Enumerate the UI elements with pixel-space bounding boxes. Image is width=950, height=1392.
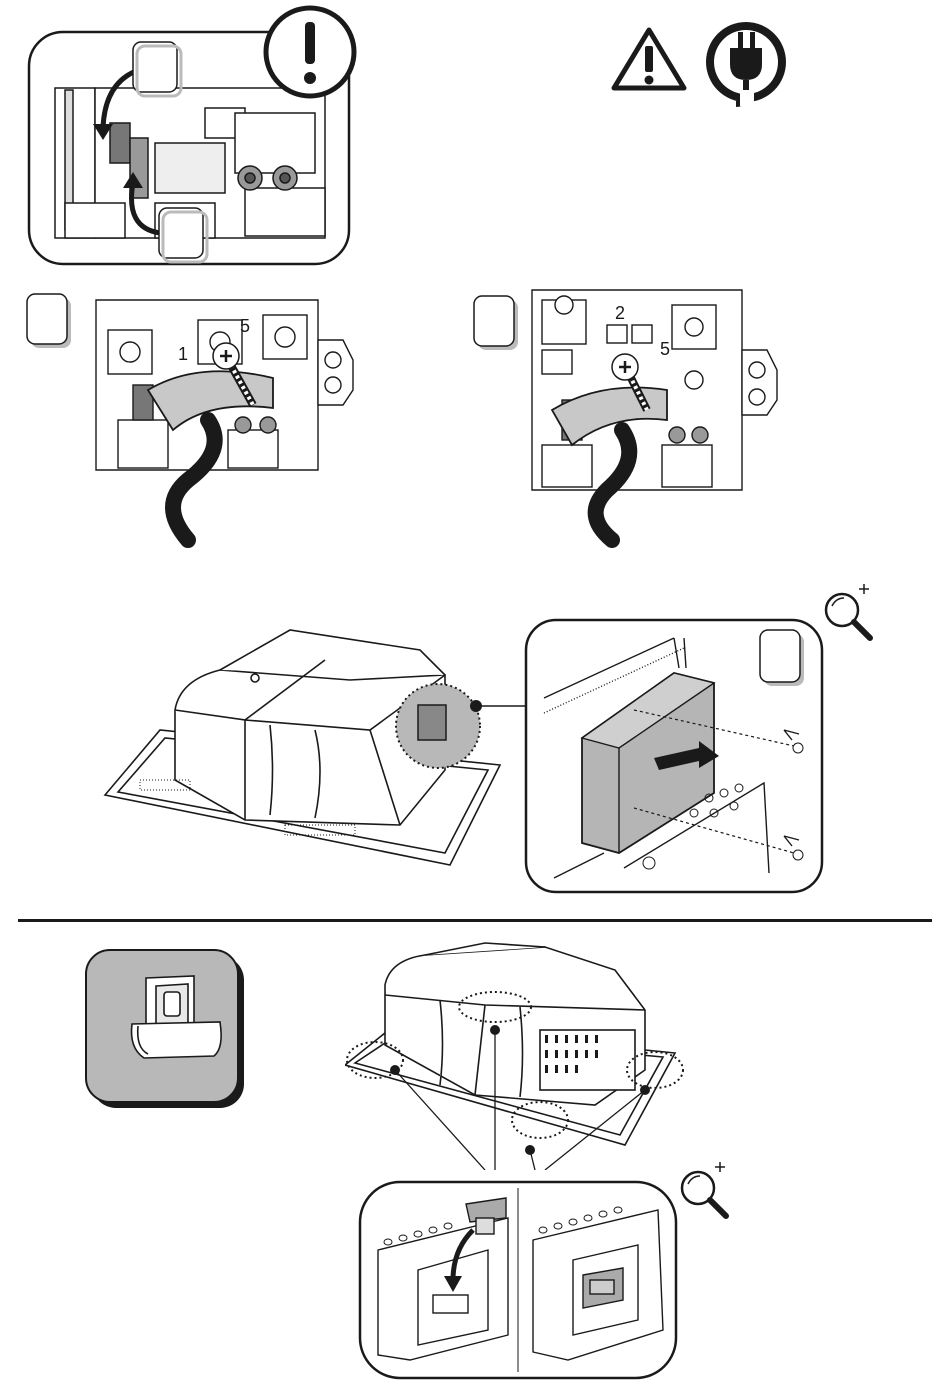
cable-clip-icon	[84, 948, 248, 1112]
junction-box-zoom-panel	[524, 618, 824, 894]
terminal-label-5b: 5	[660, 339, 670, 359]
terminal-label-5: 5	[240, 316, 250, 336]
numbered-step-box	[25, 292, 73, 350]
section-divider	[18, 919, 932, 922]
hob-underside-drawing	[100, 620, 530, 870]
clip-install-zoom-panel	[358, 1180, 678, 1380]
exclamation-circle-icon	[262, 4, 358, 100]
terminal-label-1: 1	[178, 344, 188, 364]
power-plug-icon	[700, 20, 792, 108]
terminal-clamp-drawing-right: 2 5	[512, 285, 782, 570]
magnifier-plus-icon	[676, 1156, 736, 1224]
warning-triangle-icon	[610, 26, 688, 92]
magnifier-plus-icon	[820, 578, 880, 646]
hob-clip-positions-drawing	[345, 935, 690, 1170]
terminal-label-2: 2	[615, 303, 625, 323]
terminal-clamp-drawing-left: 1 5	[78, 290, 368, 560]
